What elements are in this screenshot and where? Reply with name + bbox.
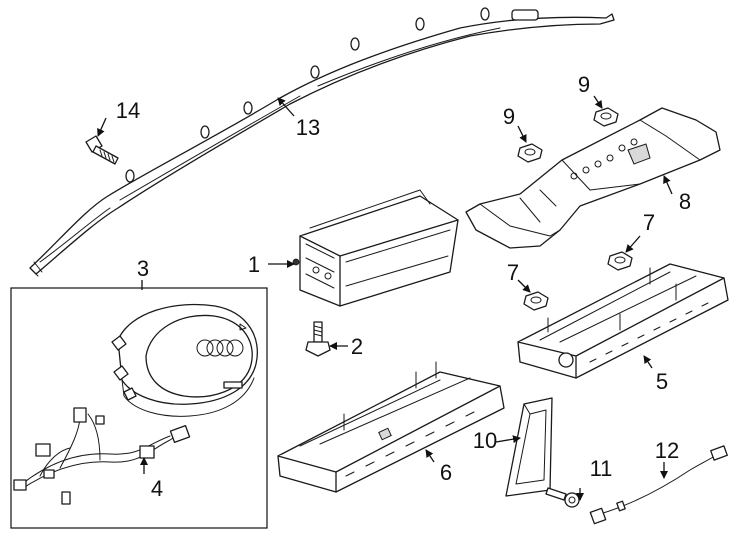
callout-10: 10 <box>473 428 497 453</box>
callout-9a: 9 <box>503 104 515 129</box>
nut-part-7a <box>607 251 633 271</box>
callout-9b: 9 <box>578 72 590 97</box>
callout-13: 13 <box>296 115 320 140</box>
callout-7b: 7 <box>507 260 519 285</box>
bolt-part-11 <box>545 487 580 508</box>
callout-11: 11 <box>590 456 613 481</box>
callout-1: 1 <box>248 252 260 277</box>
callout-14: 14 <box>116 98 140 123</box>
callout-2: 2 <box>351 334 363 359</box>
wiring-harness-part <box>13 407 191 505</box>
callout-4: 4 <box>151 476 163 501</box>
nut-part-7b <box>523 291 549 311</box>
steering-airbag-box <box>10 287 268 529</box>
callout-labels: 1 2 3 4 5 6 7 7 8 9 9 10 11 12 13 14 <box>116 72 691 501</box>
side-airbag-module-part-6 <box>277 361 505 493</box>
bolt-part-14 <box>85 135 119 165</box>
callout-5: 5 <box>656 369 668 394</box>
leader-lines <box>97 95 673 501</box>
callout-3: 3 <box>137 256 149 281</box>
nut-part-9a <box>517 143 543 163</box>
airbag-bracket-part <box>465 107 721 249</box>
callout-8: 8 <box>679 189 691 214</box>
callout-7a: 7 <box>643 210 655 235</box>
bolt-part-2 <box>305 321 331 357</box>
driver-airbag-module-part <box>111 303 258 417</box>
callout-6: 6 <box>440 460 452 485</box>
side-airbag-module-part-5 <box>517 263 729 379</box>
passenger-airbag-part <box>292 189 459 307</box>
callout-12: 12 <box>655 438 679 463</box>
nut-part-9b <box>593 107 619 127</box>
sensor-cable-part <box>589 445 728 525</box>
knee-airbag-part <box>505 397 553 497</box>
curtain-airbag-part <box>29 7 615 277</box>
